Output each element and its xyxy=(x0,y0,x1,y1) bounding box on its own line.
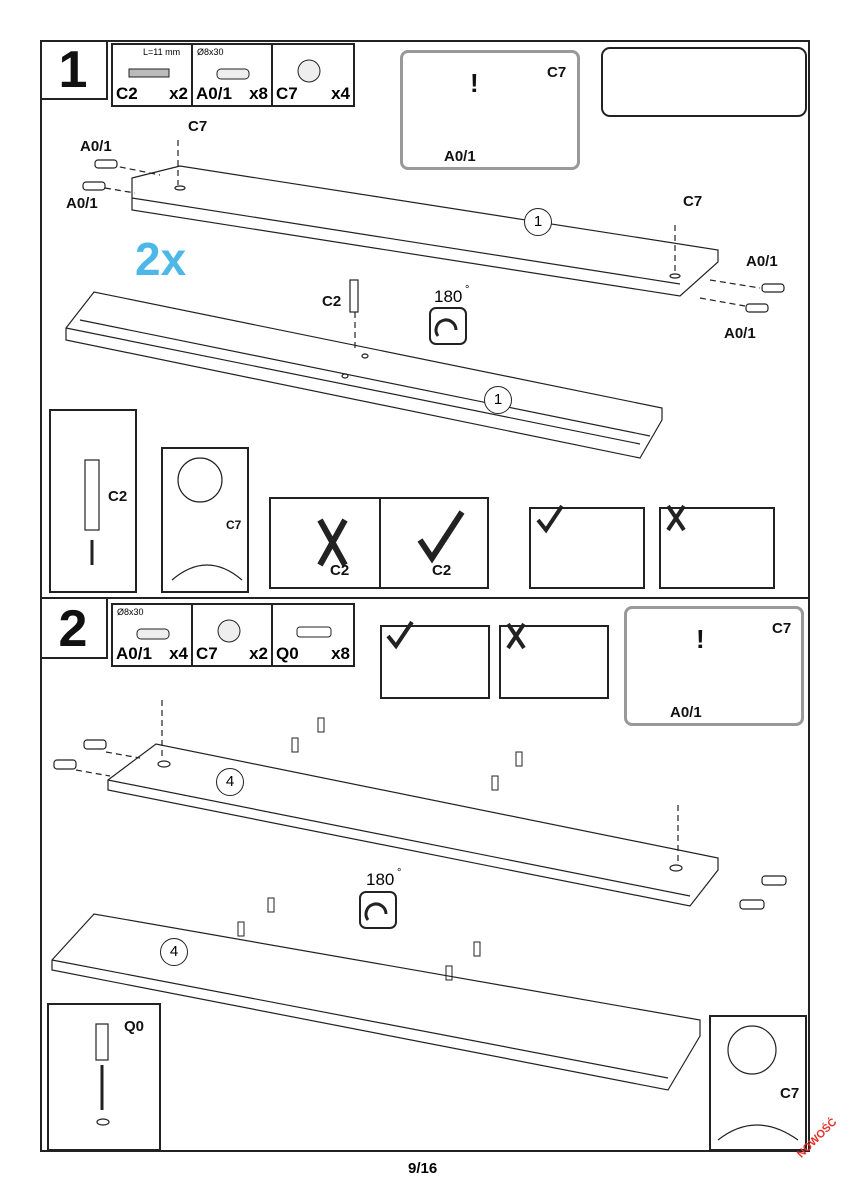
board-number: 1 xyxy=(524,208,552,236)
dowel-a01 xyxy=(745,303,769,313)
board-number: 4 xyxy=(216,768,244,796)
dowel-icon xyxy=(216,68,250,80)
warning-mark: ! xyxy=(470,68,479,98)
cam-lock-icon xyxy=(297,59,321,83)
quantity-multiplier: 2x xyxy=(135,233,187,285)
dowel-a01 xyxy=(94,159,118,169)
tip-box-c7 xyxy=(400,50,580,170)
cam-lock-icon xyxy=(217,619,241,643)
detail-c7-insert-2 xyxy=(709,1015,807,1151)
step-number: 1 xyxy=(40,40,108,100)
pin-icon xyxy=(296,626,332,638)
page-number: 9/16 xyxy=(408,1160,438,1177)
board-number: 1 xyxy=(484,386,512,414)
tip-box-c7 xyxy=(624,606,804,726)
rotation-angle: 180 xyxy=(434,287,463,306)
part-spec: L=11 mm xyxy=(143,47,181,57)
dowel-a01 xyxy=(82,181,106,191)
board-1-top xyxy=(131,165,719,297)
board-number: 4 xyxy=(160,938,188,966)
step-number: 2 xyxy=(40,599,108,659)
cam-bolt-icon xyxy=(128,68,170,78)
step-divider xyxy=(40,597,810,599)
dowel-a01 xyxy=(761,283,785,293)
board-1-bottom xyxy=(65,291,663,459)
dowel-icon xyxy=(136,628,170,640)
page-frame xyxy=(40,40,810,1152)
board-4-top xyxy=(107,743,719,907)
board-4-bottom xyxy=(51,913,701,1091)
tip-box-handling xyxy=(601,47,807,117)
